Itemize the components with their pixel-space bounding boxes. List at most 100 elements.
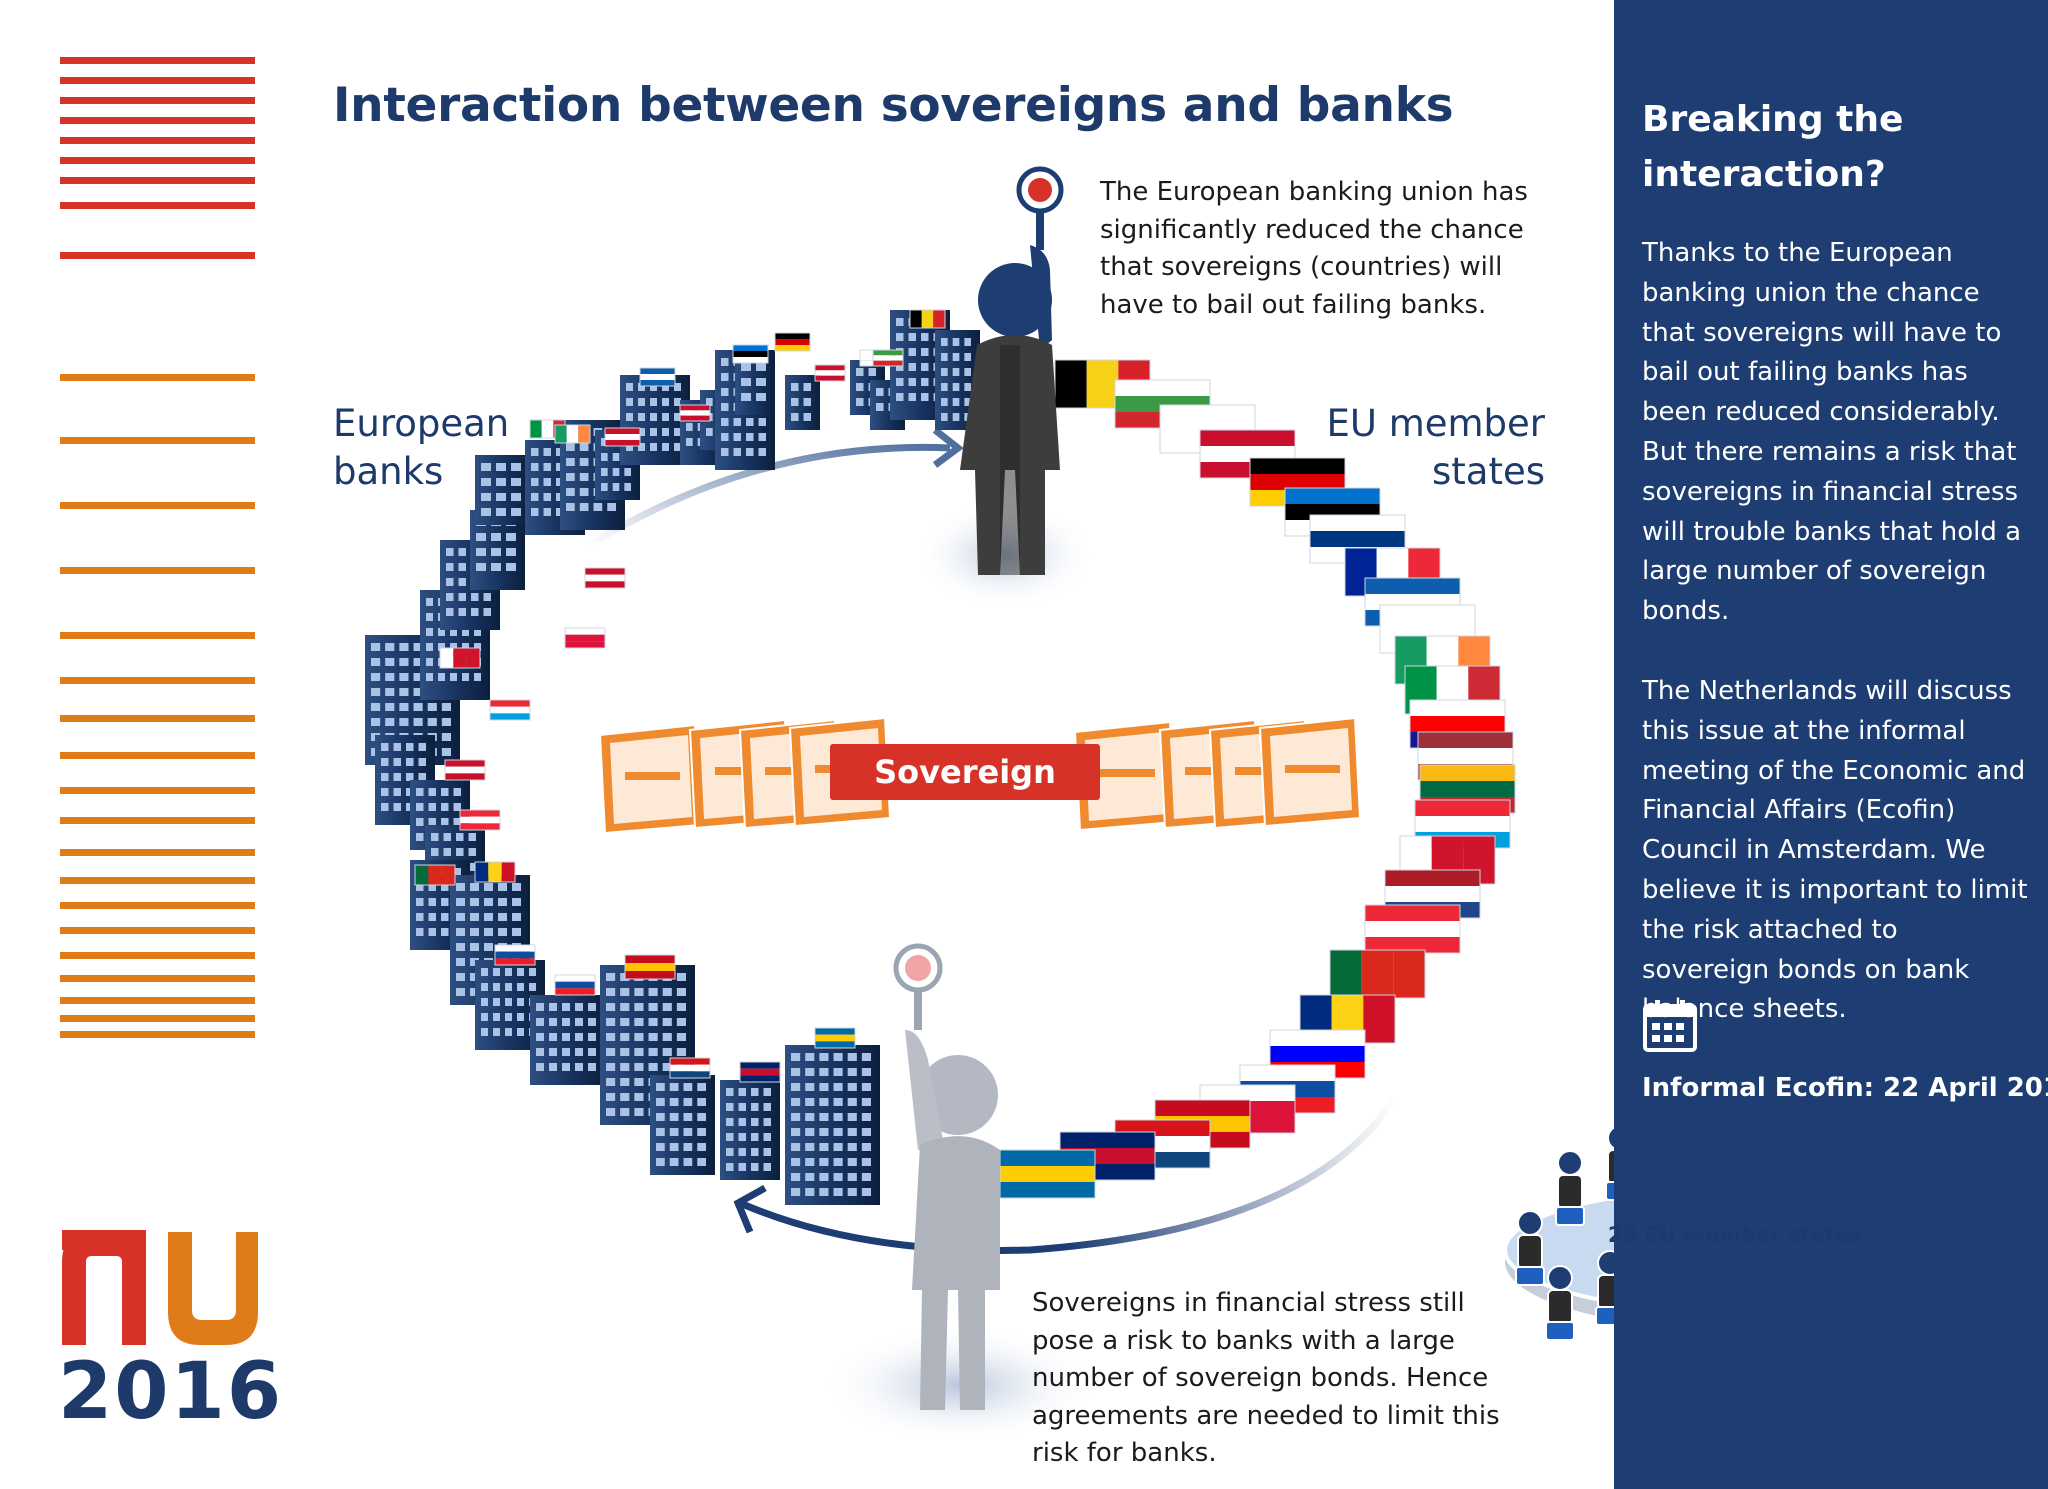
- stripe: [60, 137, 255, 144]
- country-flag: [999, 1149, 1096, 1199]
- sovereign-bonds-label: Sovereign bonds: [830, 744, 1100, 847]
- page-title: Interaction between sovereigns and banks: [333, 78, 1454, 133]
- label-line: EU member: [1326, 402, 1545, 445]
- stripe: [60, 677, 255, 684]
- bond-certificate: [598, 723, 702, 835]
- panel-body: Thanks to the European banking union the…: [1642, 234, 2032, 1030]
- bank-building: [475, 960, 545, 1050]
- calendar-icon: [1643, 1000, 1697, 1052]
- country-flag: [639, 367, 676, 387]
- financial-stress-note: Sovereigns in financial stress still pos…: [1032, 1288, 1500, 1468]
- stripe: [60, 927, 255, 934]
- bank-building: [785, 375, 820, 430]
- country-flag: [414, 864, 456, 886]
- country-flag: [679, 404, 711, 422]
- bank-building: [720, 1080, 780, 1180]
- country-flag: [494, 944, 536, 966]
- sovereign-figure-dark: [960, 166, 1064, 575]
- arrow-sovereigns-to-banks: [738, 1096, 1398, 1254]
- country-flag: [1249, 457, 1346, 507]
- stripe: [60, 252, 255, 259]
- stripe: [60, 97, 255, 104]
- bank-building: [735, 355, 775, 415]
- country-flag: [814, 1027, 856, 1049]
- panel-paragraph: Thanks to the European banking union the…: [1642, 238, 2022, 627]
- country-flag: [1329, 949, 1426, 999]
- stripe: [60, 787, 255, 794]
- stripe: [60, 202, 255, 209]
- stripe: [60, 57, 255, 64]
- country-flag: [584, 567, 626, 589]
- stripe: [60, 1015, 255, 1022]
- country-flag: [444, 759, 486, 781]
- delegate-figure: [1605, 1126, 1614, 1201]
- stripe: [60, 374, 255, 381]
- label-line: European: [333, 402, 510, 445]
- delegate-figure: [1595, 1250, 1614, 1326]
- country-flag: [774, 332, 811, 352]
- stripe: [60, 567, 255, 574]
- country-flag: [732, 344, 769, 364]
- country-flag: [459, 809, 501, 831]
- bank-buildings: [365, 310, 980, 1205]
- logo-year: 2016: [58, 1347, 284, 1437]
- bond-certificate: [1258, 716, 1362, 828]
- event-date: Informal Ecofin: 22 April 2016: [1642, 1073, 2048, 1103]
- arrowhead: [733, 1184, 767, 1234]
- country-flag: [604, 427, 641, 447]
- stripe: [60, 975, 255, 982]
- country-flag: [739, 1061, 781, 1083]
- country-flag: [1364, 904, 1461, 954]
- country-flag: [872, 349, 904, 367]
- paragraph-spacer: [1642, 632, 2032, 672]
- country-flag: [489, 699, 531, 721]
- member-state-flags: [414, 309, 1516, 1199]
- country-flag: [439, 647, 481, 669]
- banking-union-note: The European banking union has significa…: [1100, 177, 1528, 320]
- bank-building: [785, 1045, 880, 1205]
- delegate-figure: [1555, 1150, 1585, 1226]
- panel-paragraph: The Netherlands will discuss this issue …: [1642, 675, 2028, 1025]
- panel-title: Breaking the interaction?: [1642, 99, 1904, 195]
- stripe: [60, 502, 255, 509]
- info-panel: [1614, 0, 2048, 1489]
- country-flag: [814, 364, 846, 382]
- delegate-figure: [1545, 1265, 1575, 1341]
- country-flag: [624, 954, 676, 980]
- bank-building: [475, 455, 530, 525]
- stripe: [60, 77, 255, 84]
- table-label: 28 EU member states: [1608, 1223, 1862, 1247]
- country-flag: [909, 309, 946, 329]
- arrowhead: [932, 427, 964, 468]
- bank-building: [620, 375, 690, 465]
- ecofin-meeting-table: [1503, 1126, 1614, 1341]
- stripe: [60, 997, 255, 1004]
- country-flag: [554, 424, 591, 444]
- stripe: [60, 952, 255, 959]
- stripe: [60, 1031, 255, 1038]
- stripe: [60, 902, 255, 909]
- bank-building: [530, 995, 605, 1085]
- european-banks-label: European banks: [333, 400, 509, 496]
- sovereign-figure-grey: [893, 943, 1000, 1410]
- stripe: [60, 437, 255, 444]
- stripe: [60, 877, 255, 884]
- stripe: [60, 817, 255, 824]
- sovereign-bond-certificates: [598, 716, 1362, 835]
- label-line: states: [1431, 450, 1545, 493]
- stripe: [60, 157, 255, 164]
- stripe: [60, 849, 255, 856]
- sovereign-bank-loop-diagram: [365, 166, 1614, 1445]
- stripe: [60, 177, 255, 184]
- stripe: [60, 715, 255, 722]
- country-flag: [474, 861, 516, 883]
- label-line: banks: [333, 450, 444, 493]
- country-flag: [669, 1057, 711, 1079]
- delegate-figure: [1515, 1210, 1545, 1286]
- stripe: [60, 117, 255, 124]
- country-flag: [564, 627, 606, 649]
- country-flag: [554, 974, 596, 996]
- stripe: [60, 632, 255, 639]
- bank-building: [650, 1075, 715, 1175]
